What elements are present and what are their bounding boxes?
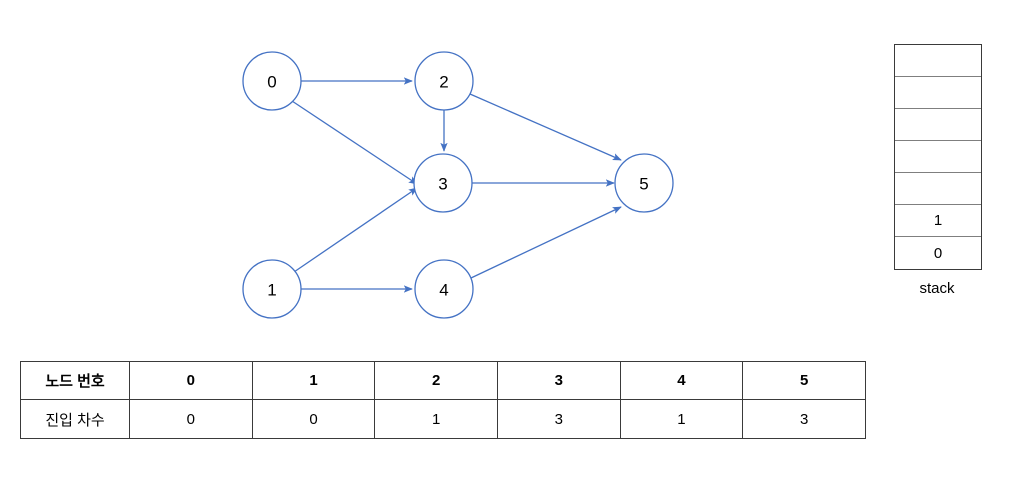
graph-edge-4-to-5 (470, 206, 622, 279)
graph-node-circle-3 (413, 153, 473, 213)
graph-node-label-3: 3 (438, 175, 447, 194)
stack-cell-0[interactable] (895, 45, 981, 77)
graph-node-label-1: 1 (267, 281, 276, 300)
graph-node-circle-5 (614, 153, 674, 213)
table-cell-r0-c3: 3 (496, 361, 621, 400)
graph-node-0[interactable]: 0 (242, 51, 302, 111)
graph-edge-0-to-3 (291, 100, 418, 185)
table-cell-r1-c2: 1 (374, 399, 498, 439)
graph-node-5[interactable]: 5 (614, 153, 674, 213)
stack-cell-4[interactable] (895, 173, 981, 205)
stack-cell-5[interactable]: 1 (895, 205, 981, 237)
graph-node-label-2: 2 (439, 73, 448, 92)
stack-caption: stack (919, 280, 955, 297)
graph-node-circle-1 (242, 259, 302, 319)
graph-node-label-4: 4 (439, 281, 448, 300)
graph-node-circle-2 (414, 51, 474, 111)
graph-node-1[interactable]: 1 (242, 259, 302, 319)
graph-nodes: 0 1 2 3 4 5 (242, 51, 674, 319)
stack-cell-6[interactable]: 0 (933, 244, 943, 262)
graph-node-label-0: 0 (267, 73, 276, 92)
table-cell-r0-c2: 2 (374, 361, 498, 400)
table-cell-r0-c1: 1 (251, 361, 376, 400)
graph-node-circle-4 (414, 259, 474, 319)
table-cell-r1-c0: 0 (129, 399, 253, 439)
table-cell-r0-c0: 0 (129, 361, 253, 400)
table-row-title-0: 노드 번호 (20, 361, 130, 400)
table-cell-r1-c5: 3 (742, 399, 866, 439)
table-cell-r1-c3: 3 (496, 399, 621, 439)
stack-cell-3[interactable] (895, 141, 981, 173)
graph-node-circle-0 (242, 51, 302, 111)
table-cell-r1-c1: 0 (251, 399, 376, 439)
graph-node-4[interactable]: 4 (414, 259, 474, 319)
stack-cell-2[interactable] (895, 109, 981, 141)
stack-cell-1[interactable] (895, 77, 981, 109)
graph-edge-2-to-5 (469, 93, 622, 161)
graph-node-3[interactable]: 3 (413, 153, 473, 213)
graph-edges (291, 77, 622, 293)
graph-diagram: 0 1 2 3 4 5 (242, 51, 674, 319)
graph-node-2[interactable]: 2 (414, 51, 474, 111)
graph-edge-1-to-3 (293, 187, 418, 273)
table-cell-r0-c4: 4 (619, 361, 744, 400)
table-cell-r1-c4: 1 (619, 399, 744, 439)
table-row-title-1: 진입 차수 (20, 399, 130, 439)
graph-node-label-5: 5 (639, 175, 648, 194)
table-cell-r0-c5: 5 (742, 361, 866, 400)
